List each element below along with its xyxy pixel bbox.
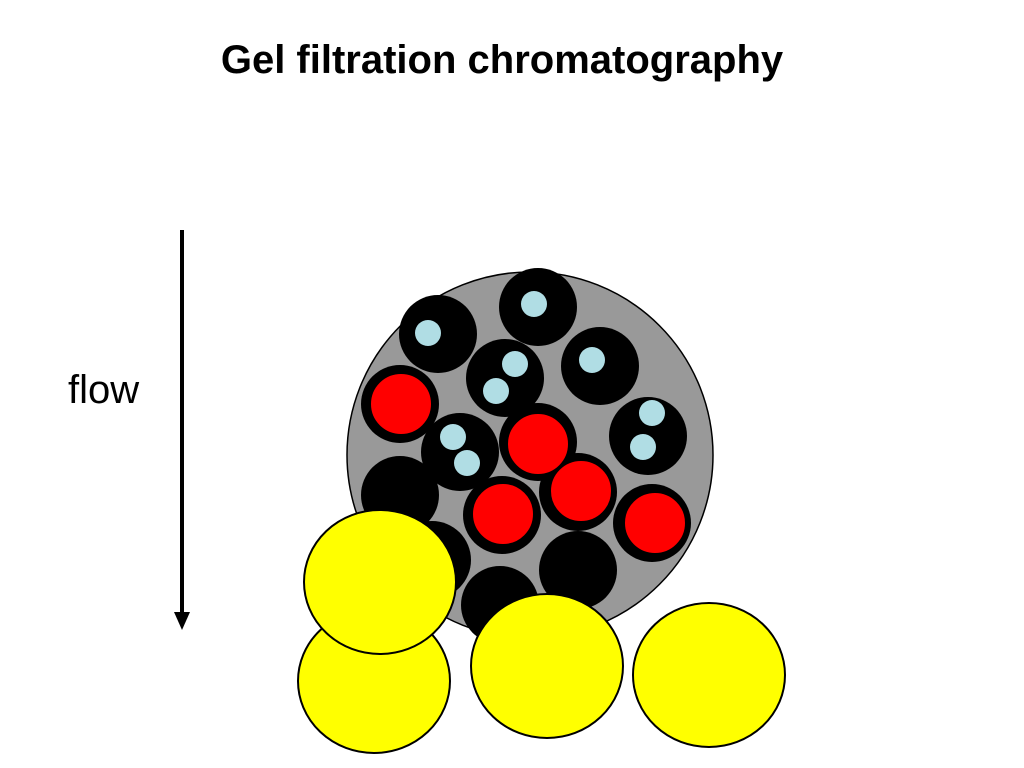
slide-title: Gel filtration chromatography — [220, 38, 784, 82]
large-molecule — [632, 602, 786, 748]
flow-arrow — [174, 230, 190, 630]
medium-molecule — [506, 412, 570, 476]
medium-molecule — [369, 372, 433, 436]
small-molecule — [630, 434, 656, 460]
small-molecule — [502, 351, 528, 377]
small-molecule — [454, 450, 480, 476]
small-molecules — [415, 291, 665, 476]
pore — [539, 531, 617, 609]
small-molecule — [579, 347, 605, 373]
flow-label: flow — [68, 368, 140, 412]
large-molecules — [297, 509, 786, 754]
pore — [421, 413, 499, 491]
large-molecule — [470, 593, 624, 739]
medium-molecule — [471, 482, 535, 546]
medium-molecule — [623, 491, 687, 555]
small-molecule — [415, 320, 441, 346]
small-molecule — [521, 291, 547, 317]
medium-molecules — [369, 372, 687, 555]
small-molecule — [483, 378, 509, 404]
large-molecule — [303, 509, 457, 655]
medium-molecule — [549, 459, 613, 523]
small-molecule — [440, 424, 466, 450]
flow-arrow-head — [174, 612, 190, 630]
small-molecule — [639, 400, 665, 426]
